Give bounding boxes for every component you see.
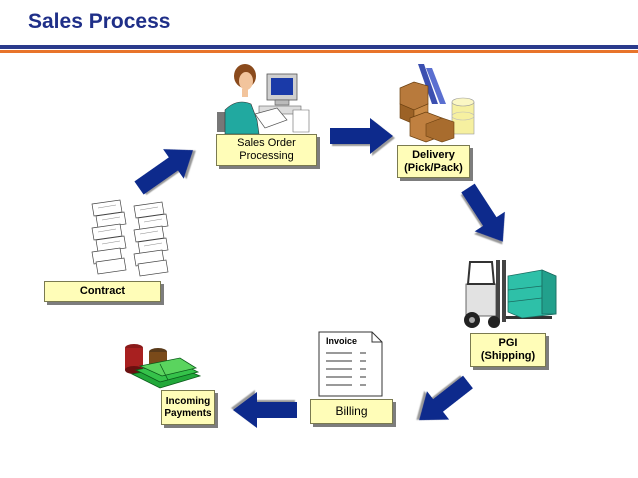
node-delivery-line2: (Pick/Pack): [404, 161, 463, 174]
clerk-at-computer-icon: [217, 64, 310, 135]
warehouse-boxes-icon: [399, 64, 475, 143]
node-pgi-line1: PGI: [498, 337, 518, 349]
node-contract-label: Contract: [79, 285, 126, 297]
arrow-order-to-delivery: [330, 118, 393, 154]
node-delivery-line1: Delivery: [412, 148, 455, 161]
arrow-delivery-to-pgi: [461, 183, 505, 242]
node-incoming-payments: Incoming Payments: [161, 390, 215, 425]
node-billing: Billing: [310, 399, 393, 424]
node-sales-order-line2: Processing: [239, 150, 294, 162]
invoice-document-icon: Invoice: [318, 331, 383, 397]
arrow-contract-to-order: [134, 149, 194, 195]
node-sales-order-line1: Sales Order: [237, 137, 296, 149]
forklift-icon: [464, 260, 557, 328]
node-sales-order-processing: Sales Order Processing: [216, 134, 317, 166]
node-pgi: PGI (Shipping): [470, 333, 546, 367]
node-payments-line2: Payments: [164, 407, 212, 419]
node-pgi-line2: (Shipping): [480, 350, 536, 362]
node-delivery: Delivery (Pick/Pack): [397, 145, 470, 178]
arrow-pgi-to-billing: [419, 375, 473, 421]
node-payments-line1: Incoming: [165, 395, 211, 407]
money-icon: [125, 344, 202, 389]
invoice-document-label: Invoice: [326, 336, 357, 346]
arrow-billing-to-payments: [233, 392, 297, 428]
node-billing-label: Billing: [335, 404, 368, 418]
header-rule-orange: [0, 50, 638, 53]
header-rule-blue: [0, 45, 638, 49]
node-contract: Contract: [44, 281, 161, 302]
contracts-stack-icon: [91, 199, 169, 277]
page-title: Sales Process: [28, 10, 171, 33]
